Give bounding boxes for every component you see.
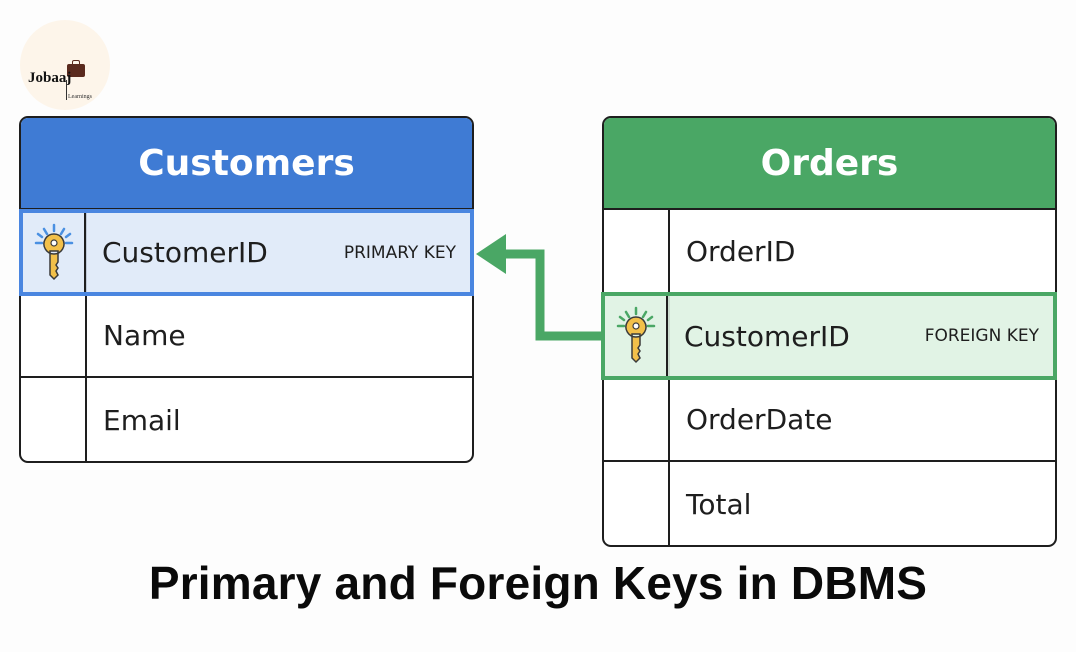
arrow-head: [476, 234, 506, 274]
column-name: Email: [103, 403, 181, 437]
foreign-key-label: FOREIGN KEY: [924, 326, 1039, 346]
foreign-key-row: CustomerID FOREIGN KEY: [601, 292, 1057, 380]
arrow-line: [500, 249, 603, 341]
table-row: OrderDate: [604, 378, 1055, 462]
column-name: Total: [686, 487, 752, 521]
logo-separator: [66, 80, 67, 100]
table-row: Name: [21, 294, 472, 378]
logo-name: Jobaaj: [28, 70, 72, 86]
column-name: CustomerID: [684, 319, 850, 353]
table-row: Email: [21, 378, 472, 461]
logo-subtitle: Learnings: [68, 94, 92, 100]
column-name: Name: [103, 318, 186, 352]
table-row: Total: [604, 462, 1055, 545]
key-icon: [616, 306, 655, 364]
briefcase-icon: [67, 60, 85, 77]
primary-key-label: PRIMARY KEY: [343, 242, 456, 263]
page-title: Primary and Foreign Keys in DBMS: [148, 557, 928, 609]
primary-key-row: CustomerID PRIMARY KEY: [19, 209, 474, 296]
table-row: OrderID: [604, 210, 1055, 294]
jobaaj-logo: Jobaaj Learnings: [20, 20, 110, 110]
column-name: CustomerID: [102, 236, 268, 269]
column-name: OrderID: [686, 234, 796, 268]
customers-table-title: Customers: [21, 118, 472, 210]
key-icon: [34, 223, 73, 280]
column-name: OrderDate: [686, 402, 833, 436]
orders-table-title: Orders: [604, 118, 1055, 210]
